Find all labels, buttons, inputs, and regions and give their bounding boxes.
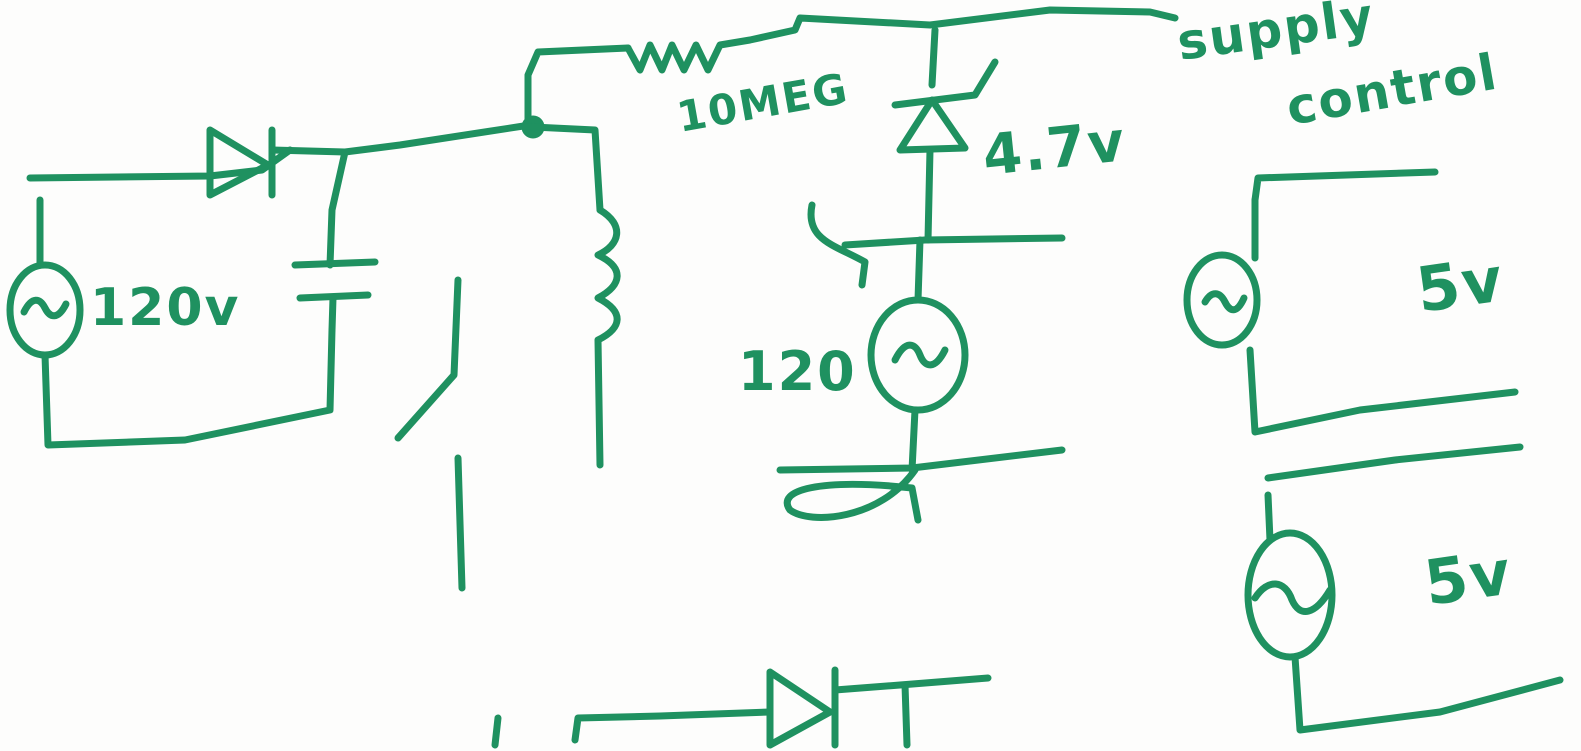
ac-source-left xyxy=(6,261,84,359)
label-source-left: 120v xyxy=(90,278,240,338)
label-output-bottom: 5v xyxy=(1420,535,1517,619)
labels: 120v 10MEG 4.7v 120 supply control 5v 5v xyxy=(90,0,1517,620)
wire-mid-to-source xyxy=(914,236,924,304)
wire-left-bottom xyxy=(41,326,336,449)
diode-bottom xyxy=(766,666,992,749)
bottom-mark xyxy=(491,714,502,749)
resistor xyxy=(624,6,1179,74)
ac-source-right-top xyxy=(1183,251,1261,349)
label-source-mid: 120 xyxy=(738,340,857,403)
wire-tap-left xyxy=(841,236,929,249)
diode-1 xyxy=(206,126,276,199)
mid-loop xyxy=(783,466,922,524)
ac-source-mid xyxy=(867,296,969,414)
wire-to-resistor xyxy=(524,44,632,124)
capacitor xyxy=(291,148,379,334)
ac-source-right-bottom xyxy=(1244,529,1336,661)
wire-tap-right xyxy=(921,234,1066,244)
wire-zener-down xyxy=(924,146,934,244)
wire-5v-bottom-down xyxy=(1264,491,1274,544)
wire-zener-top xyxy=(928,26,939,89)
wire-5v-bottom-loop xyxy=(1291,653,1564,734)
wire-junction-right xyxy=(529,123,604,214)
wire-mid-below xyxy=(908,406,919,474)
wire-mid-bottom xyxy=(776,446,1066,474)
wire-5v-top-loop xyxy=(1246,346,1519,436)
label-zener: 4.7v xyxy=(980,109,1130,189)
inductor xyxy=(594,206,621,469)
label-supply: supply xyxy=(1174,0,1379,72)
wire-5v-bottom-top xyxy=(1264,443,1524,482)
wire-5v-top xyxy=(1251,168,1439,204)
label-output-top: 5v xyxy=(1412,242,1509,326)
bottom-wire xyxy=(571,708,774,744)
label-control: control xyxy=(1282,43,1502,137)
wire-diode-out xyxy=(268,121,534,156)
wire-left-top xyxy=(26,146,294,269)
mid-squiggle xyxy=(807,201,869,289)
schematic-lines xyxy=(6,6,1564,749)
label-resistor: 10MEG xyxy=(673,63,852,141)
switch xyxy=(394,276,466,592)
